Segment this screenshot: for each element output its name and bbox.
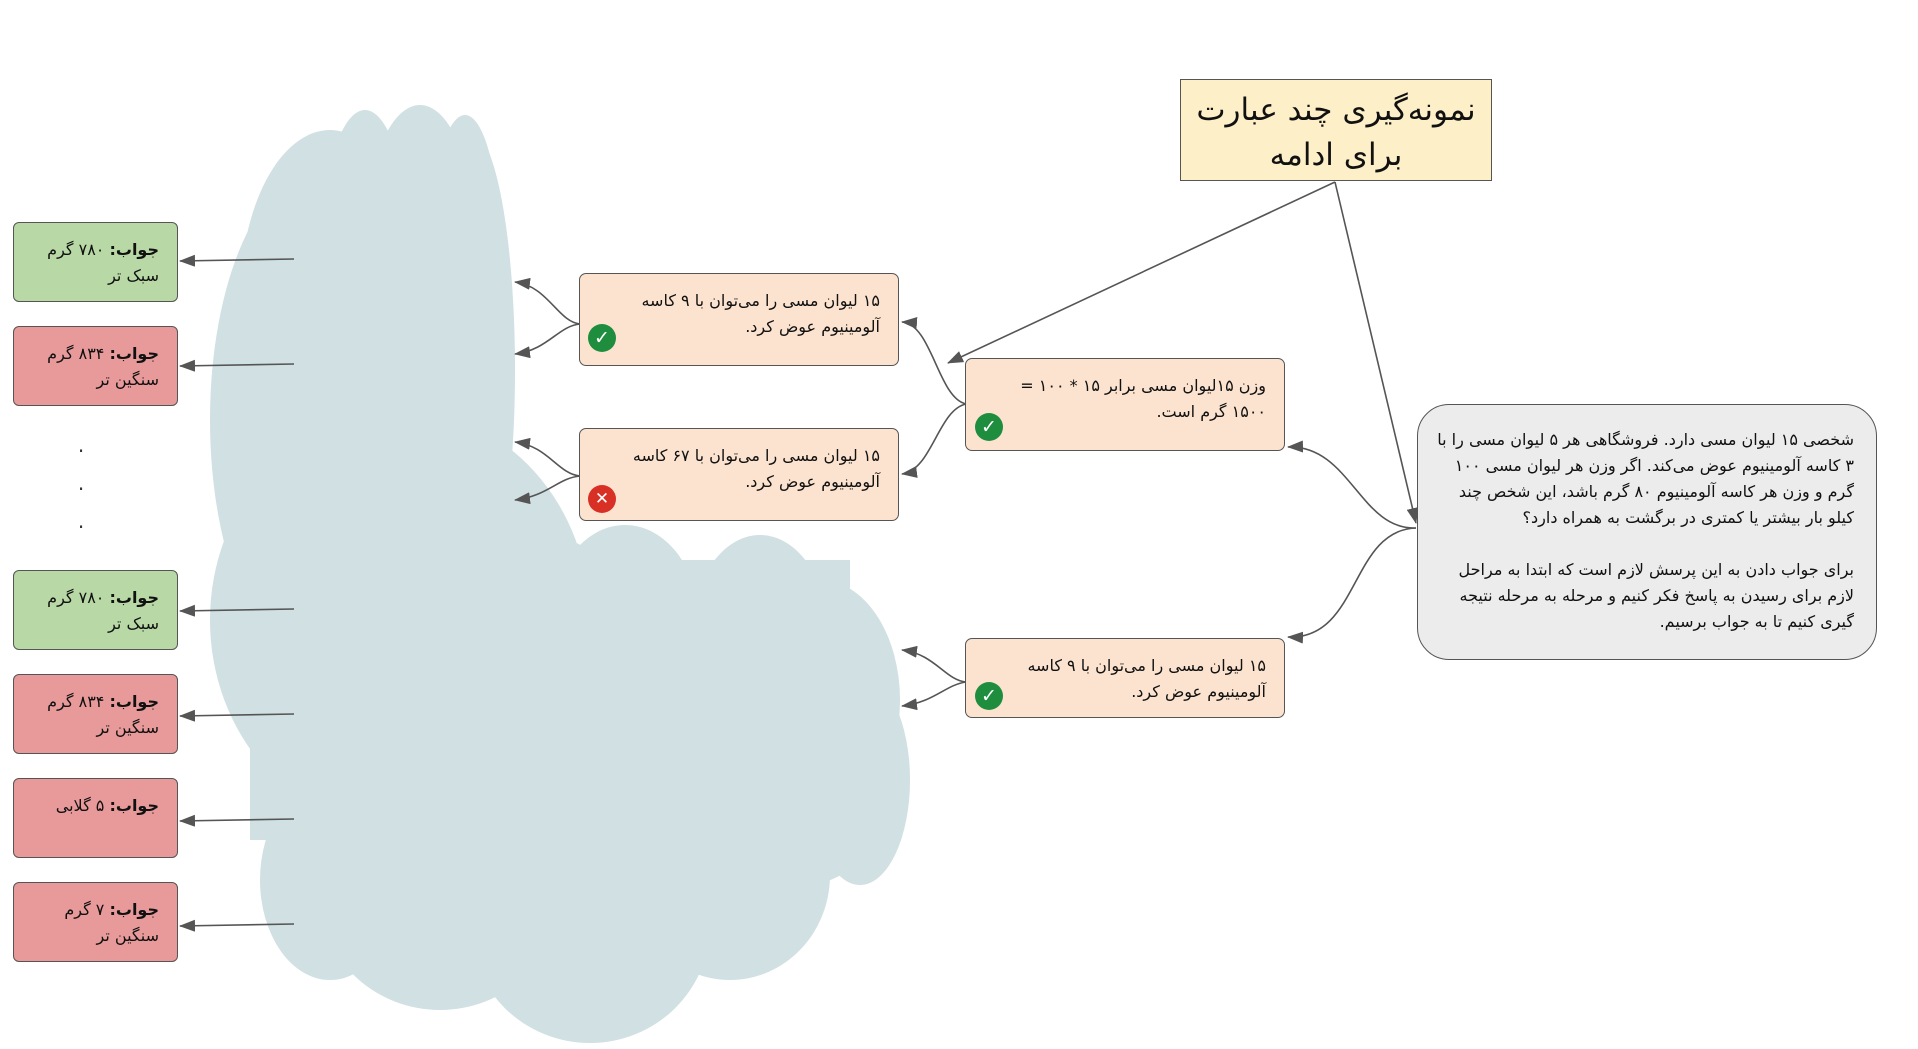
sample-continuations-label: نمونه‌گیری چند عبارت برای ادامه (1180, 79, 1492, 181)
connector-step1-to-step3 (901, 317, 967, 405)
step-2-text: ۱۵ لیوان مسی را می‌توان با ۹ کاسه آلومین… (1027, 656, 1266, 701)
step-1-text: وزن ۱۵لیوان مسی برابر ۱۵ * ۱۰۰ = ۱۵۰۰ گر… (1020, 376, 1266, 421)
connector-question-to-step2 (1287, 527, 1417, 644)
connector-step2-branch-a (901, 645, 967, 683)
answer-value: ۷ گرم سنگین تر (64, 900, 159, 945)
reasoning-step-2: ۱۵ لیوان مسی را می‌توان با ۹ کاسه آلومین… (965, 638, 1285, 718)
answer-box-1: جواب: ۷۸۰ گرم سبک تر (13, 222, 178, 302)
connector-step3-branch-b (514, 323, 581, 359)
step-3-text: ۱۵ لیوان مسی را می‌توان با ۹ کاسه آلومین… (641, 291, 880, 336)
connector-sample-to-question (1334, 181, 1419, 524)
connector-step4-branch-a (514, 437, 581, 477)
question-bubble: شخصی ۱۵ لیوان مسی دارد. فروشگاهی هر ۵ لی… (1417, 404, 1877, 660)
answer-box-5: جواب: ۵ گلابی (13, 778, 178, 858)
answer-label: جواب: (109, 588, 159, 607)
answer-box-2: جواب: ۸۳۴ گرم سنگین تر (13, 326, 178, 406)
answer-value: ۵ گلابی (55, 796, 105, 815)
ellipsis-more-answers: · · · (76, 432, 86, 546)
ellipsis-dot: · (77, 439, 85, 463)
answer-label: جواب: (109, 344, 159, 363)
reasoning-step-4: ۱۵ لیوان مسی را می‌توان با ۶۷ کاسه آلومی… (579, 428, 899, 521)
check-circle-icon: ✓ (588, 324, 616, 352)
ellipsis-dot: · (77, 515, 85, 539)
connector-cloud-to-answer4 (179, 709, 295, 722)
connector-cloud-to-answer3 (179, 604, 295, 617)
connector-cloud-to-answer2 (179, 359, 295, 372)
answer-label: جواب: (109, 796, 159, 815)
connector-cloud-to-answer5 (179, 814, 295, 827)
check-circle-icon: ✓ (975, 682, 1003, 710)
connector-question-to-step1 (1287, 440, 1417, 529)
answer-value: ۷۸۰ گرم سبک تر (47, 240, 159, 285)
connector-step3-branch-a (514, 277, 581, 325)
answer-box-6: جواب: ۷ گرم سنگین تر (13, 882, 178, 962)
x-circle-icon: ✕ (588, 485, 616, 513)
connector-step1-to-step4 (901, 403, 967, 478)
answer-label: جواب: (109, 240, 159, 259)
check-circle-icon: ✓ (975, 413, 1003, 441)
reasoning-step-3: ۱۵ لیوان مسی را می‌توان با ۹ کاسه آلومین… (579, 273, 899, 366)
answer-value: ۷۸۰ گرم سبک تر (47, 588, 159, 633)
answer-box-4: جواب: ۸۳۴ گرم سنگین تر (13, 674, 178, 754)
reasoning-step-1: وزن ۱۵لیوان مسی برابر ۱۵ * ۱۰۰ = ۱۵۰۰ گر… (965, 358, 1285, 451)
answer-value: ۸۳۴ گرم سنگین تر (47, 692, 159, 737)
connector-step4-branch-b (514, 475, 581, 505)
sample-label-text: نمونه‌گیری چند عبارت برای ادامه (1196, 92, 1476, 173)
answer-box-3: جواب: ۷۸۰ گرم سبک تر (13, 570, 178, 650)
answer-label: جواب: (109, 900, 159, 919)
answer-label: جواب: (109, 692, 159, 711)
instruction-text: برای جواب دادن به این پرسش لازم است که ا… (1458, 560, 1854, 631)
connector-cloud-to-answer1 (179, 254, 295, 267)
connector-cloud-to-answer6 (179, 919, 295, 932)
step-4-text: ۱۵ لیوان مسی را می‌توان با ۶۷ کاسه آلومی… (632, 446, 880, 491)
question-text: شخصی ۱۵ لیوان مسی دارد. فروشگاهی هر ۵ لی… (1437, 430, 1854, 527)
connector-step2-branch-b (901, 681, 967, 711)
sampled-continuations-cloud (210, 105, 910, 1043)
ellipsis-dot: · (77, 477, 85, 501)
answer-value: ۸۳۴ گرم سنگین تر (47, 344, 159, 389)
connector-sample-to-step1 (947, 181, 1336, 364)
